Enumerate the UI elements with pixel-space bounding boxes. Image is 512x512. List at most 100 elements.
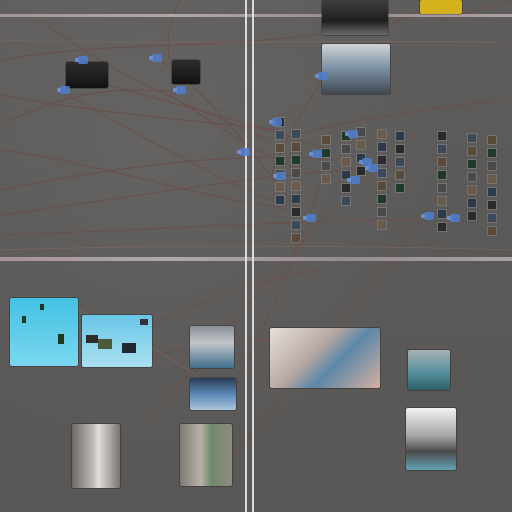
toy-car-thumbnail[interactable] (66, 62, 108, 88)
connection-handle[interactable] (57, 86, 70, 94)
thumbnail-tile[interactable] (438, 223, 446, 231)
thumbnail-tile[interactable] (276, 157, 284, 165)
thumbnail-tile[interactable] (468, 134, 476, 142)
thumbnail-tile[interactable] (322, 136, 330, 144)
thumbnail-tile[interactable] (357, 154, 365, 162)
thumbnail-tile[interactable] (292, 221, 300, 229)
thumbnail-tile[interactable] (378, 169, 386, 177)
connection-handle[interactable] (447, 214, 460, 222)
thumbnail-tile[interactable] (322, 162, 330, 170)
connection-handle[interactable] (273, 172, 286, 180)
thumbnail-tile[interactable] (468, 186, 476, 194)
car-thumbnail-b[interactable] (322, 44, 390, 94)
thumbnail-tile[interactable] (378, 195, 386, 203)
thumbnail-tile[interactable] (488, 201, 496, 209)
thumbnail-tile[interactable] (488, 149, 496, 157)
thumbnail-tile[interactable] (468, 212, 476, 220)
connection-handle[interactable] (269, 118, 282, 126)
connection-handle[interactable] (365, 164, 378, 172)
connection-handle[interactable] (359, 158, 372, 166)
thumbnail-tile[interactable] (396, 132, 404, 140)
thumbnail-tile[interactable] (488, 188, 496, 196)
thumbnail-tile[interactable] (276, 183, 284, 191)
pool-figures-image[interactable] (10, 298, 78, 366)
thumbnail-tile[interactable] (292, 143, 300, 151)
car-thumbnail-a[interactable] (322, 0, 388, 35)
thumbnail-tile[interactable] (488, 162, 496, 170)
street-image-a[interactable] (72, 424, 120, 488)
thumbnail-tile[interactable] (342, 184, 350, 192)
thumbnail-tile[interactable] (292, 156, 300, 164)
connection-handle[interactable] (149, 54, 162, 62)
thumbnail-tile[interactable] (276, 196, 284, 204)
thumbnail-tile[interactable] (342, 197, 350, 205)
thumbnail-tile[interactable] (342, 171, 350, 179)
connection-handle[interactable] (347, 176, 360, 184)
thumbnail-tile[interactable] (488, 214, 496, 222)
thumbnail-tile[interactable] (468, 160, 476, 168)
object-shape (98, 339, 112, 349)
pool-edge-image[interactable] (408, 350, 450, 390)
thumbnail-tile[interactable] (292, 195, 300, 203)
thumbnail-tile[interactable] (342, 158, 350, 166)
thumbnail-tile[interactable] (292, 234, 300, 242)
connection-handle[interactable] (237, 148, 250, 156)
thumbnail-tile[interactable] (276, 144, 284, 152)
thumbnail-tile[interactable] (396, 184, 404, 192)
connection-handle[interactable] (75, 56, 88, 64)
city-pool-image-b[interactable] (190, 378, 236, 410)
object-shape (86, 335, 98, 343)
thumbnail-tile[interactable] (342, 145, 350, 153)
connection-handle[interactable] (345, 130, 358, 138)
figure-shape (22, 316, 26, 323)
thumbnail-tile[interactable] (438, 158, 446, 166)
building-image[interactable] (406, 408, 456, 470)
thumbnail-tile[interactable] (438, 171, 446, 179)
thumbnail-tile[interactable] (322, 175, 330, 183)
divider-line-right[interactable] (252, 0, 254, 512)
thumbnail-tile[interactable] (322, 149, 330, 157)
thumbnail-tile[interactable] (468, 199, 476, 207)
thumbnail-tile[interactable] (438, 197, 446, 205)
thumbnail-tile[interactable] (438, 132, 446, 140)
thumbnail-tile[interactable] (396, 145, 404, 153)
city-pool-image[interactable] (190, 326, 234, 368)
thumbnail-tile[interactable] (468, 173, 476, 181)
connection-handle[interactable] (303, 214, 316, 222)
thumbnail-tile[interactable] (468, 147, 476, 155)
thumbnail-tile[interactable] (292, 130, 300, 138)
thumbnail-tile[interactable] (357, 128, 365, 136)
thumbnail-tile[interactable] (378, 221, 386, 229)
thumbnail-tile[interactable] (488, 175, 496, 183)
divider-line-left[interactable] (245, 0, 247, 512)
street-image-b[interactable] (180, 424, 232, 486)
thumbnail-tile[interactable] (488, 136, 496, 144)
thumbnail-tile[interactable] (342, 132, 350, 140)
connection-handle[interactable] (315, 72, 328, 80)
connection-handle[interactable] (173, 86, 186, 94)
wall-panorama-image[interactable] (270, 328, 380, 388)
thumbnail-tile[interactable] (438, 184, 446, 192)
thumbnail-tile[interactable] (378, 208, 386, 216)
thumbnail-tile[interactable] (378, 156, 386, 164)
thumbnail-tile[interactable] (396, 171, 404, 179)
thumbnail-tile[interactable] (438, 145, 446, 153)
connection-handle[interactable] (421, 212, 434, 220)
dark-thumbnail[interactable] (172, 60, 200, 84)
thumbnail-tile[interactable] (357, 141, 365, 149)
connection-handle[interactable] (309, 150, 322, 158)
thumbnail-tile[interactable] (292, 208, 300, 216)
thumbnail-tile[interactable] (438, 210, 446, 218)
thumbnail-tile[interactable] (488, 227, 496, 235)
thumbnail-tile[interactable] (378, 130, 386, 138)
thumbnail-tile[interactable] (396, 158, 404, 166)
thumbnail-tile[interactable] (378, 143, 386, 151)
thumbnail-tile[interactable] (357, 167, 365, 175)
thumbnail-tile[interactable] (292, 182, 300, 190)
pool-objects-image[interactable] (82, 315, 152, 367)
thumbnail-tile[interactable] (378, 182, 386, 190)
thumbnail-tile[interactable] (292, 169, 300, 177)
yellow-tile[interactable] (420, 0, 462, 14)
thumbnail-tile[interactable] (276, 131, 284, 139)
